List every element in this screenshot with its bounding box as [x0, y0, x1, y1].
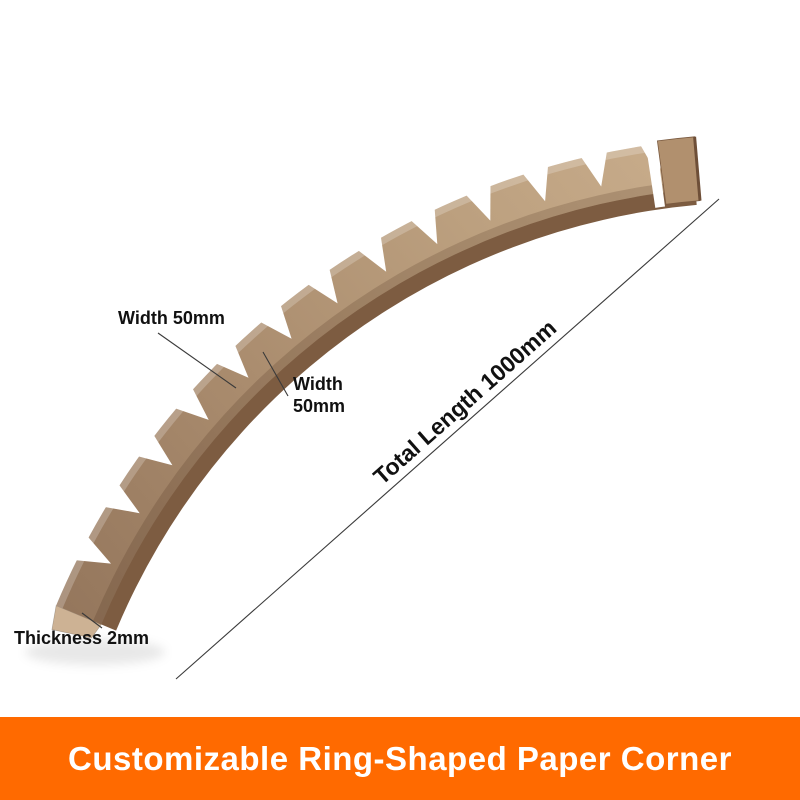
width-top-label: Width 50mm [118, 308, 225, 328]
notch-cut [173, 386, 209, 420]
paper-corner-product [25, 135, 702, 665]
notch-cut [258, 303, 292, 339]
left-end-cap [51, 605, 102, 639]
width-mid-leader-line [262, 351, 289, 397]
notch-cut [579, 149, 608, 187]
notch-cut [136, 433, 173, 466]
end-tab-edge [693, 136, 702, 201]
notch-cut [214, 343, 249, 378]
banner-text: Customizable Ring-Shaped Paper Corner [68, 739, 732, 777]
thickness-leader-line [81, 612, 103, 629]
outer-face [56, 140, 696, 625]
notch-cut [306, 266, 338, 304]
total-length-line [175, 198, 720, 680]
product-banner: Customizable Ring-Shaped Paper Corner [0, 717, 800, 800]
notch-cut [521, 163, 549, 202]
end-gap [644, 135, 665, 208]
product-shadow [25, 639, 165, 665]
total-length-label: Total Length 1000mm [368, 315, 561, 490]
notch-cut [73, 535, 111, 564]
notch-cut [409, 206, 438, 245]
width-mid-label-line2: 50mm [293, 396, 345, 416]
notch-cut [464, 183, 491, 221]
thickness-label: Thickness 2mm [14, 628, 149, 648]
notch-cut [102, 482, 140, 514]
width-mid-label-line1: Width [293, 374, 343, 394]
notch-cut [356, 234, 387, 272]
width-top-leader-line [157, 332, 237, 389]
